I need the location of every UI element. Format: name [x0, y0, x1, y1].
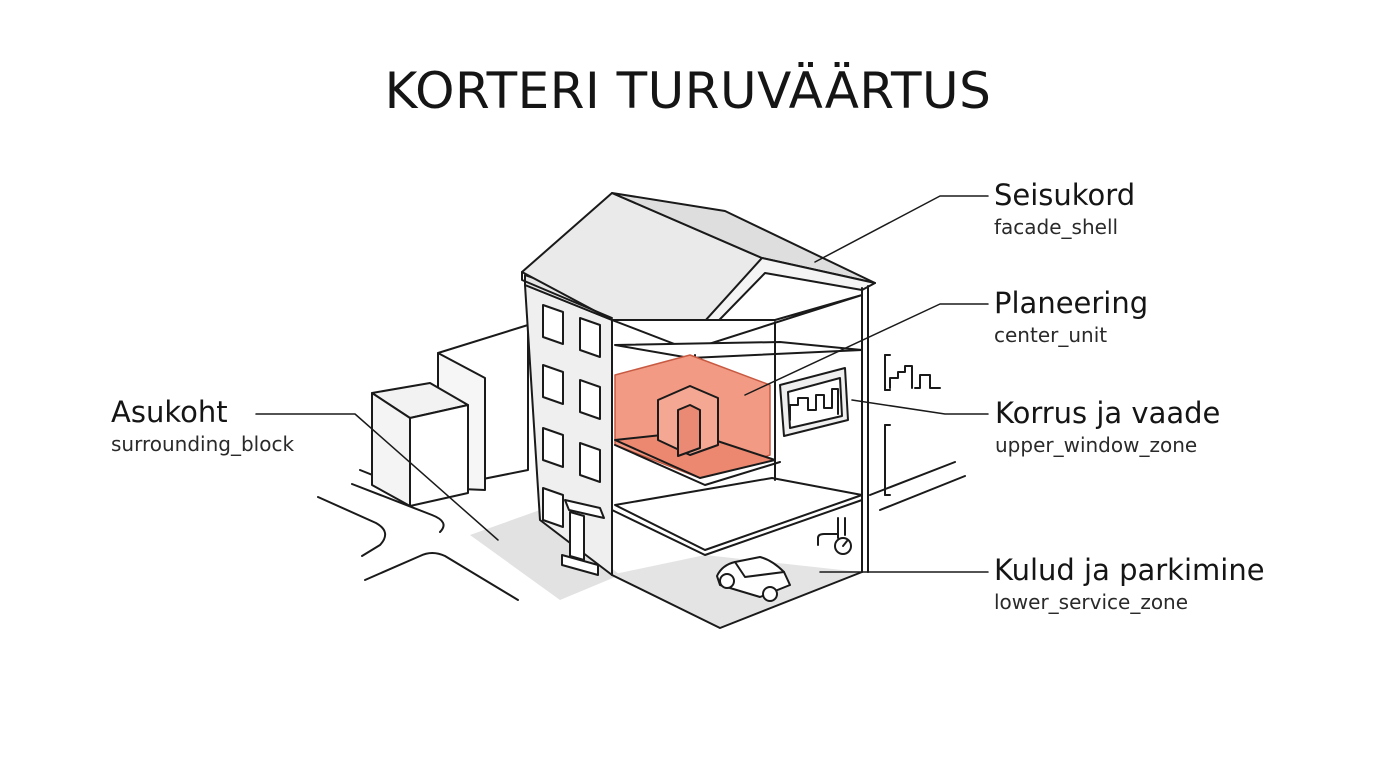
building-cutaway [611, 285, 869, 629]
skyline-exterior-icon [884, 354, 941, 496]
callout-planeering: Planeering center_unit [994, 286, 1148, 348]
ground-shadow-front [610, 555, 860, 628]
leader-lines [255, 195, 989, 573]
callout-label: Planeering [994, 286, 1149, 320]
callout-seisukord: Seisukord facade_shell [994, 178, 1135, 240]
callout-kulud: Kulud ja parkimine lower_service_zone [994, 553, 1265, 615]
callout-key: upper_window_zone [995, 433, 1198, 457]
door-icon [561, 499, 605, 576]
center-unit-highlight [614, 354, 781, 486]
callout-key: lower_service_zone [994, 590, 1189, 614]
callout-label: Kulud ja parkimine [994, 553, 1265, 587]
page-title: KORTERI TURUVÄÄRTUS [384, 62, 992, 120]
water-meter-icon [817, 517, 852, 555]
skyline-icon [789, 388, 839, 421]
leader-asukoht [255, 413, 499, 541]
callout-key: facade_shell [994, 215, 1119, 239]
callout-label: Seisukord [994, 178, 1136, 212]
leader-planeering [744, 303, 989, 396]
surrounding-building-front [371, 382, 469, 507]
leader-korrus [851, 399, 989, 415]
callout-key: center_unit [994, 323, 1108, 347]
callout-label: Korrus ja vaade [995, 396, 1221, 430]
leader-seisukord [814, 195, 989, 263]
callout-asukoht: Asukoht surrounding_block [111, 395, 294, 457]
car-icon [716, 556, 791, 602]
upper-window-zone [779, 367, 849, 437]
callout-korrus: Korrus ja vaade upper_window_zone [995, 396, 1220, 458]
tower-windows [542, 304, 601, 528]
ground-shadow [470, 510, 620, 600]
callout-key: surrounding_block [111, 432, 295, 456]
callout-label: Asukoht [111, 395, 228, 429]
